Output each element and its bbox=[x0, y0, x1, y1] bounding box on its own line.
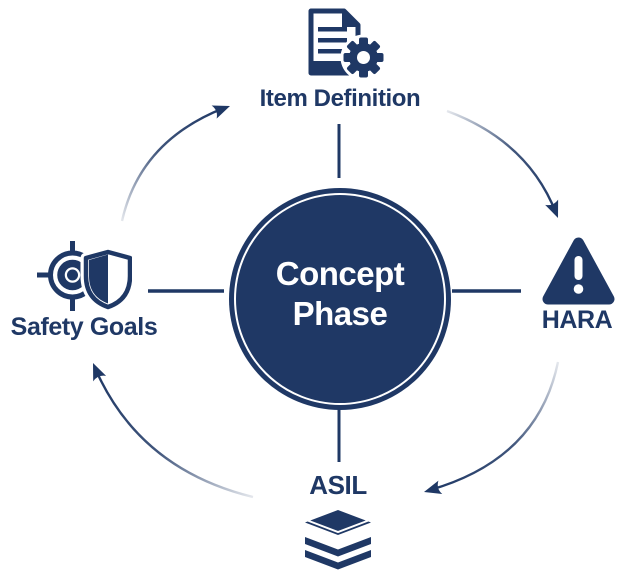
layers-stack-icon bbox=[304, 510, 372, 570]
arrow-hara-to-asil bbox=[424, 361, 560, 495]
arrow-safetygoals-to-itemdefinition bbox=[120, 105, 230, 222]
node-label-item-definition: Item Definition bbox=[259, 85, 421, 112]
center-spoke-lines bbox=[148, 124, 521, 462]
node-label-asil: ASIL bbox=[309, 470, 367, 500]
node-label-safety-goals: Safety Goals bbox=[10, 313, 158, 341]
document-gear-icon bbox=[308, 8, 384, 80]
center-label: Concept Phase bbox=[275, 255, 405, 332]
node-label-hara: HARA bbox=[541, 306, 613, 334]
arrow-asil-to-safetygoals bbox=[93, 363, 254, 499]
arrow-itemdefinition-to-hara bbox=[446, 109, 559, 218]
warning-triangle-icon bbox=[542, 237, 615, 305]
target-shield-icon bbox=[37, 241, 132, 312]
center-node-concept-phase: Concept Phase bbox=[229, 188, 451, 410]
